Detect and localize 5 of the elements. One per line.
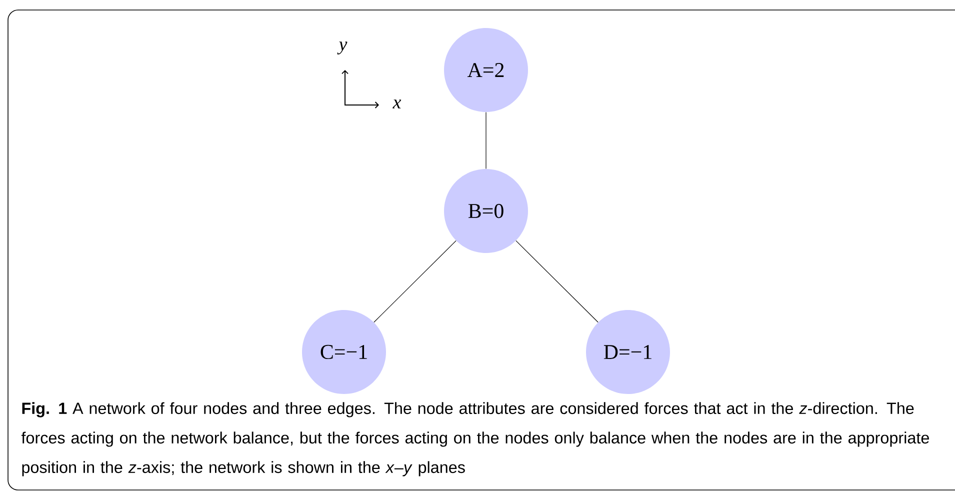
axis-label: y — [337, 42, 348, 54]
caption: Fig. 1 A network of four nodes and three edges. The node attributes are considered forces that act in the z-direction. The forces acting on the network balance, but the forces acting on the nodes only balance when the nodes are in the appropriate position in the z-axis; the network is shown in the x–y planes — [21, 402, 929, 476]
connector-line — [374, 240, 456, 323]
connector-line — [516, 240, 598, 323]
axis-label: x — [392, 100, 402, 108]
